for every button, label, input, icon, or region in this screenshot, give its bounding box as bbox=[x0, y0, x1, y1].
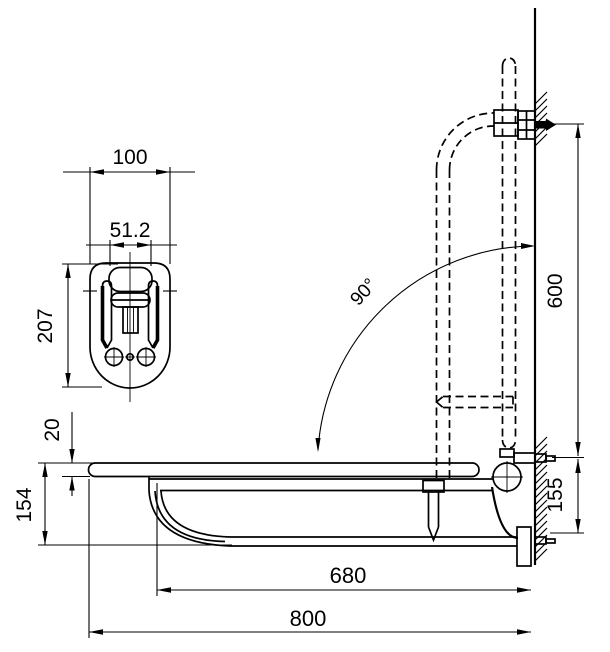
top-wall-mount bbox=[493, 109, 556, 140]
bracket-right-tube-inner bbox=[147, 286, 154, 349]
dim-label: 600 bbox=[544, 273, 567, 308]
dim-front-height: 207 bbox=[34, 263, 118, 388]
bottom-plate bbox=[516, 526, 532, 567]
seat-bar bbox=[87, 462, 480, 478]
wall-hatching-bottom bbox=[534, 436, 548, 562]
screw-hole-left bbox=[104, 347, 124, 367]
dim-label: 154 bbox=[13, 487, 36, 522]
wall-hatching-top bbox=[534, 91, 548, 147]
pivot-assembly bbox=[490, 448, 556, 540]
folded-position-dashed bbox=[435, 57, 517, 481]
dim-label: 800 bbox=[290, 606, 327, 631]
leg-clamp bbox=[422, 479, 445, 493]
dim-front-width: 100 bbox=[63, 146, 195, 264]
u-rail-bend-inner bbox=[160, 490, 231, 538]
bracket-outline bbox=[89, 262, 171, 389]
support-leg bbox=[422, 479, 445, 543]
folded-tube-bottom-cap bbox=[501, 439, 517, 449]
dim-label: 680 bbox=[330, 563, 367, 588]
folded-crossbar bbox=[435, 395, 514, 409]
dim-label: 20 bbox=[41, 418, 64, 441]
u-rail-bend-outer bbox=[148, 490, 231, 547]
bracket-slot bbox=[108, 266, 153, 293]
dim-label: 51.2 bbox=[110, 219, 151, 242]
bracket-right-tube-cap bbox=[147, 280, 159, 287]
folded-elbow-outer bbox=[435, 112, 494, 171]
dim-rail-assembly-height: 154 bbox=[13, 462, 232, 546]
bottom-anchor-bolt-tip bbox=[545, 538, 556, 544]
bracket-left-tube-cap bbox=[101, 280, 113, 287]
pivot-anchor-bolt-tip bbox=[545, 455, 556, 462]
dim-pivot-to-lower-mount: 155 bbox=[544, 456, 584, 534]
dim-label: 100 bbox=[112, 146, 147, 169]
bracket-stem bbox=[122, 306, 139, 334]
screw-hole-right bbox=[136, 347, 156, 367]
dim-folded-height: 600 bbox=[544, 123, 584, 456]
dim-label: 207 bbox=[34, 308, 57, 343]
dim-front-inner-width: 51.2 bbox=[86, 219, 177, 266]
top-anchor-bolt bbox=[535, 121, 546, 129]
wall bbox=[533, 8, 548, 565]
dim-overall-depth: 800 bbox=[88, 479, 531, 638]
bracket-right-tube bbox=[151, 286, 160, 349]
bracket-left-tube bbox=[100, 286, 109, 349]
bracket-left-tube-inner bbox=[106, 286, 113, 349]
pivot-bracket bbox=[513, 452, 536, 464]
u-rail-bend-mid bbox=[154, 490, 226, 543]
pivot-gusset bbox=[490, 486, 519, 540]
folded-tube-top-cap bbox=[501, 57, 517, 67]
front-view bbox=[83, 252, 177, 402]
dim-label: 90° bbox=[346, 275, 381, 310]
folded-elbow-inner bbox=[448, 125, 494, 171]
dim-label: 155 bbox=[544, 477, 567, 512]
dim-seat-thickness: 20 bbox=[41, 412, 90, 496]
dim-lower-rail-depth: 680 bbox=[156, 483, 531, 596]
rail-assembly bbox=[87, 462, 517, 547]
pivot-bracket-step bbox=[499, 448, 515, 458]
bottom-wall-mount bbox=[516, 526, 556, 567]
